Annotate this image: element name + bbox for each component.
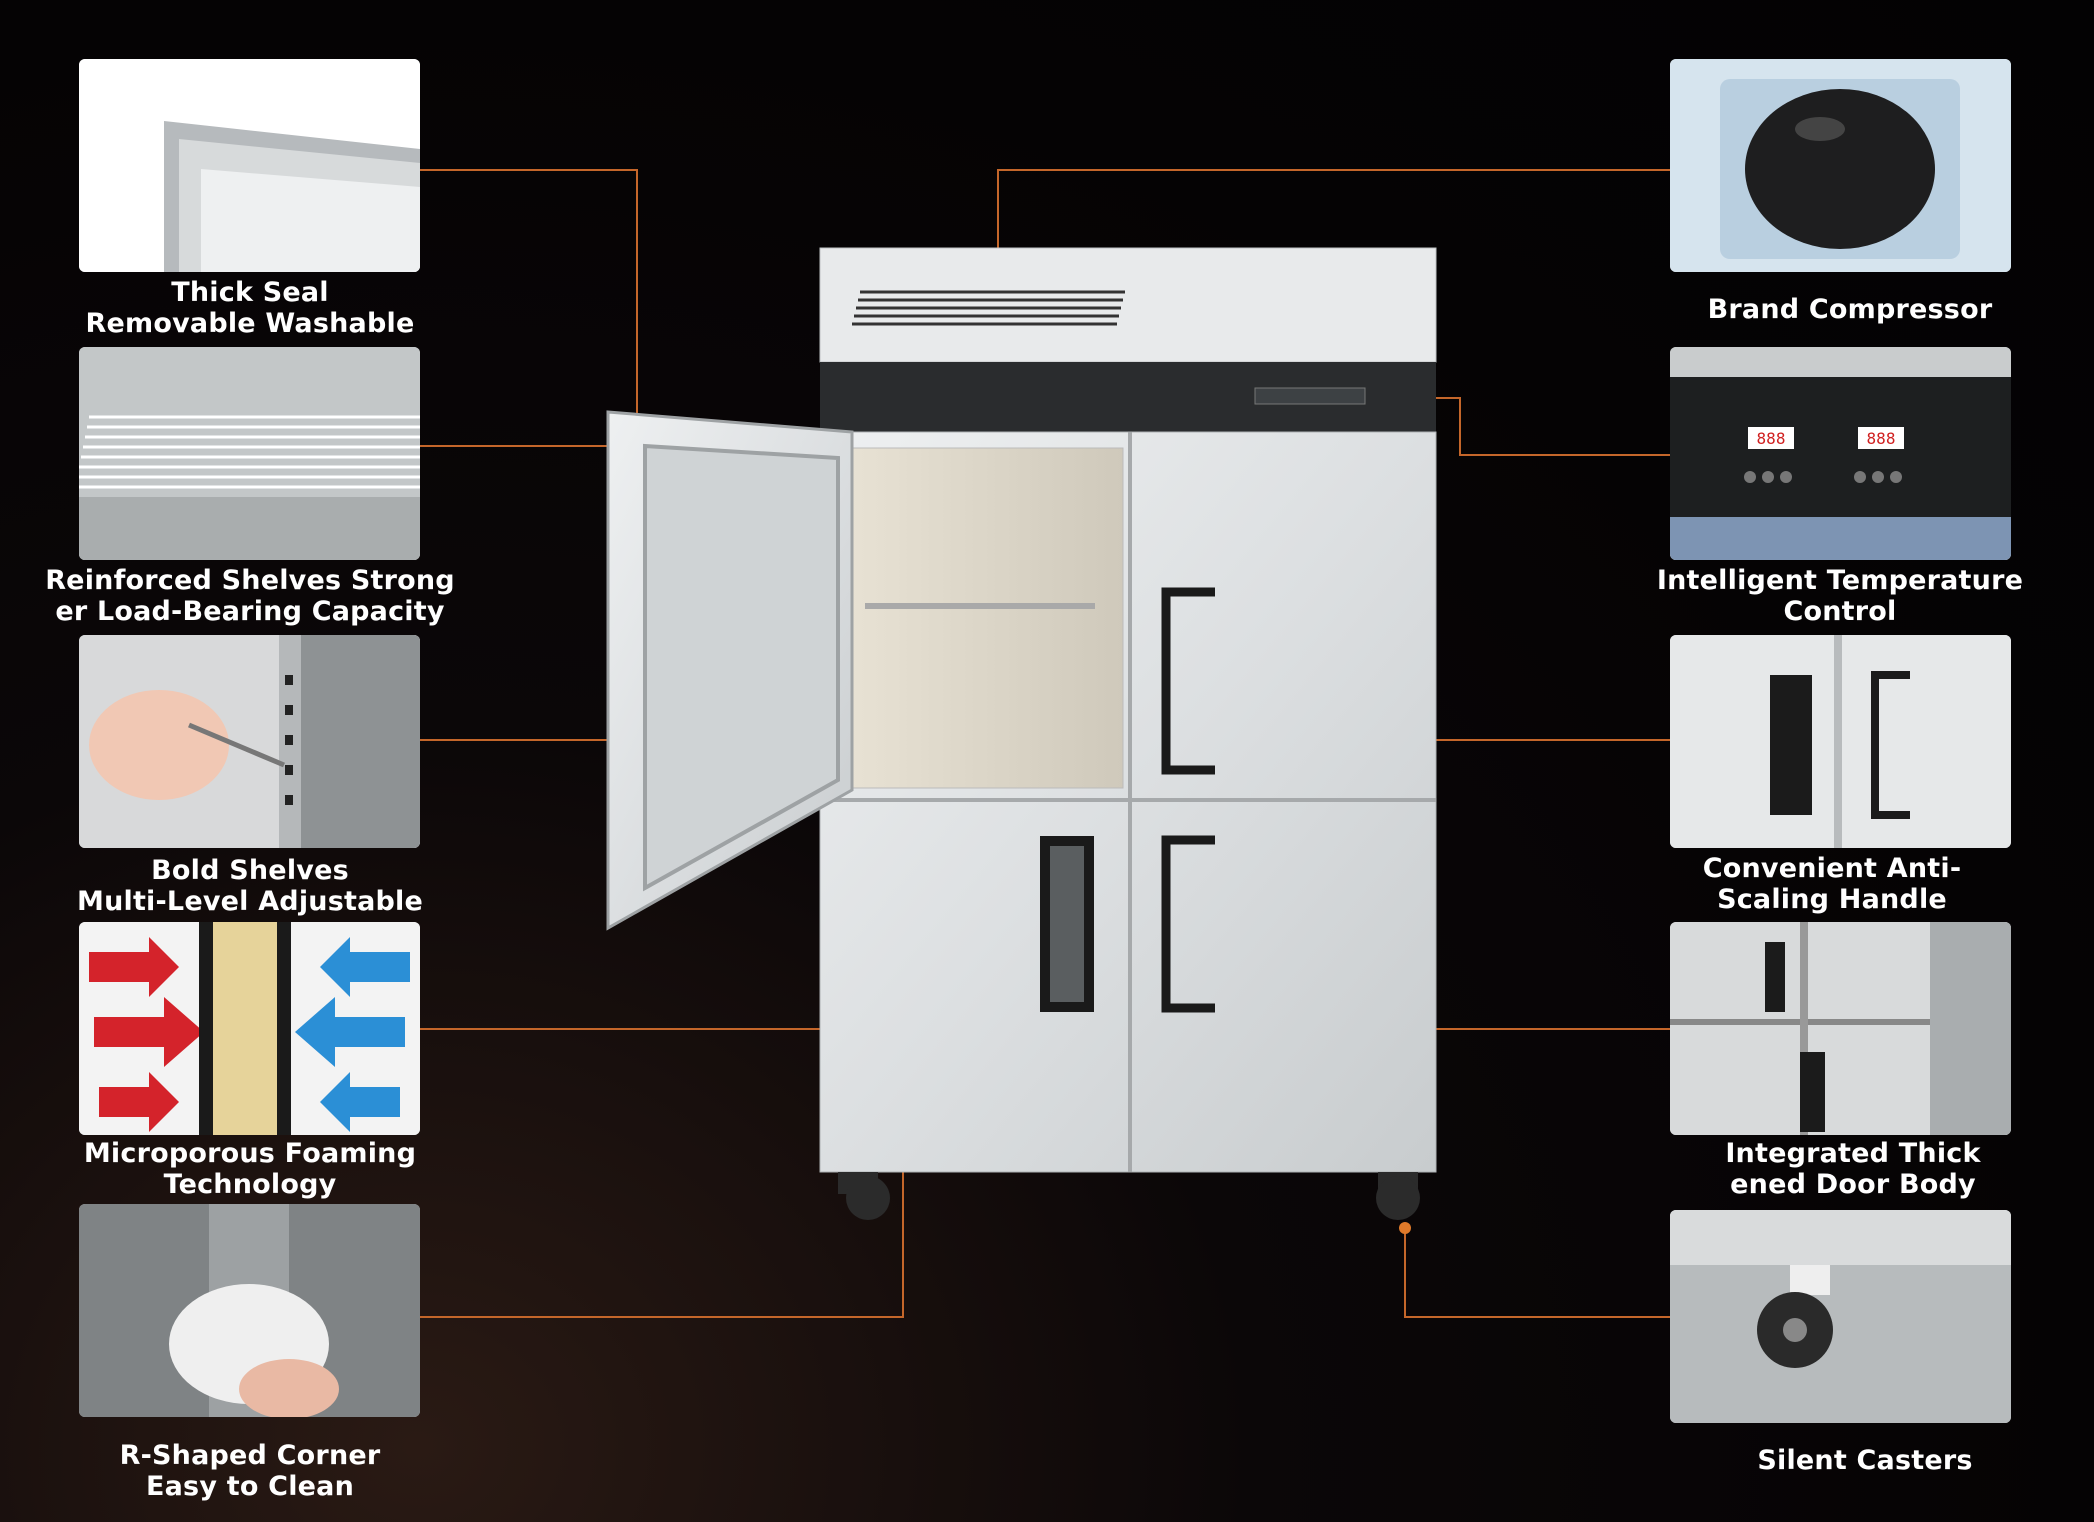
door-seal-thumbnail — [79, 59, 420, 272]
caster-wheel-icon — [1670, 1210, 2011, 1423]
feature-caption-thick-seal: Thick Seal Removable Washable — [85, 277, 415, 339]
foam-insulation-icon — [79, 922, 420, 1135]
compressor-thumbnail — [1670, 59, 2011, 272]
wire-shelf-thumbnail — [79, 347, 420, 560]
feature-caption-brand-compressor: Brand Compressor — [1707, 294, 1993, 325]
compressor-icon — [1670, 59, 2011, 272]
right-temp-readout: 888 — [1867, 429, 1896, 448]
door-seal-icon — [79, 59, 420, 272]
shelf-clip-thumbnail — [79, 635, 420, 848]
cleaning-cloth-icon — [79, 1204, 420, 1417]
feature-caption-reinforced-shelves: Reinforced Shelves Strong er Load-Bearin… — [45, 565, 455, 627]
temperature-panel-icon: 888 888 — [1670, 347, 2011, 560]
feature-caption-foaming: Microporous Foaming Technology — [83, 1138, 417, 1200]
refrigerator-illustration — [606, 247, 1437, 1220]
cleaning-thumbnail — [79, 1204, 420, 1417]
feature-caption-door-body: Integrated Thick ened Door Body — [1725, 1138, 1981, 1200]
foam-thumbnail — [79, 922, 420, 1135]
casters-thumbnail — [1670, 1210, 2011, 1423]
door-body-icon — [1670, 922, 2011, 1135]
feature-caption-temperature-control: Intelligent Temperature Control — [1656, 565, 2024, 627]
feature-caption-handle: Convenient Anti- Scaling Handle — [1702, 853, 1962, 915]
feature-caption-r-shaped-corner: R-Shaped Corner Easy to Clean — [119, 1440, 381, 1502]
shelf-clip-icon — [79, 635, 420, 848]
door-handle-icon — [1670, 635, 2011, 848]
temperature-control-thumbnail: 888 888 — [1670, 347, 2011, 560]
door-body-thumbnail — [1670, 922, 2011, 1135]
feature-caption-bold-shelves: Bold Shelves Multi-Level Adjustable — [77, 855, 423, 917]
left-temp-readout: 888 — [1757, 429, 1786, 448]
wire-shelf-icon — [79, 347, 420, 560]
handle-thumbnail — [1670, 635, 2011, 848]
feature-caption-silent-casters: Silent Casters — [1757, 1445, 1973, 1476]
